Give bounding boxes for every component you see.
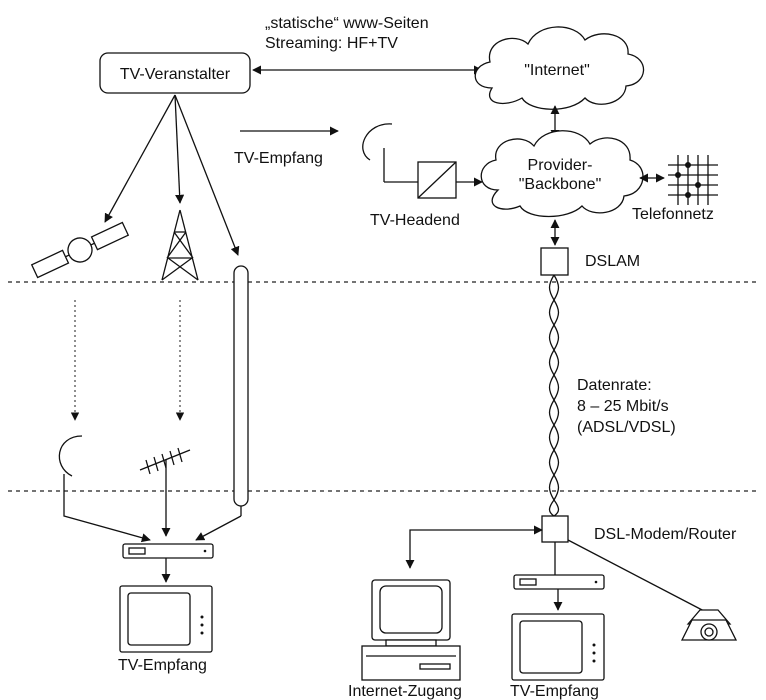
headend-dish-icon [362, 123, 393, 161]
twisted-pair-line-b [548, 274, 560, 517]
datarate-label-line1: Datenrate: [577, 377, 652, 394]
satellite-icon [30, 221, 130, 279]
tv-reception-right-label: TV-Empfang [510, 683, 599, 700]
telephone-icon [680, 609, 738, 641]
dslam-label: DSLAM [585, 253, 640, 270]
cable-settop-arrow [195, 515, 242, 541]
computer-icon [361, 579, 461, 681]
receiver-dish-icon [58, 435, 83, 477]
tv-operator-box [99, 52, 251, 94]
dsl-modem-label: DSL-Modem/Router [594, 526, 737, 543]
internet-access-label: Internet-Zugang [348, 683, 462, 700]
tv-operator-label: TV-Veranstalter [120, 66, 231, 83]
tv-right-icon [511, 613, 605, 681]
datarate-label-line3: (ADSL/VDSL) [577, 419, 676, 436]
internet-cloud [474, 26, 645, 110]
transmission-tower-icon [161, 209, 199, 281]
coax-cable-icon [233, 265, 249, 516]
settop-box-right-icon [513, 574, 605, 590]
telephone-network-label: Telefonnetz [632, 206, 714, 223]
tv-reception-left-label: TV-Empfang [118, 657, 207, 674]
dish-settop-arrow [63, 500, 151, 543]
provider-label-line1: Provider- [528, 157, 593, 174]
settop-box-left-icon [122, 543, 214, 559]
dslam-box [540, 247, 569, 276]
operator-cable-arrow [174, 94, 240, 256]
provider-backbone-cloud [480, 130, 644, 218]
modem-pc-arrow [405, 525, 543, 569]
operator-satellite-arrow [104, 94, 176, 223]
internet-label: "Internet" [524, 62, 590, 79]
tv-left-icon [119, 585, 213, 653]
modem-phone-line [567, 539, 707, 613]
yagi-antenna-icon [139, 447, 191, 500]
dsl-modem-box [541, 515, 569, 543]
static-pages-label: „statische“ www-Seiten [265, 15, 429, 32]
tv-reception-top-label: TV-Empfang [234, 150, 323, 167]
tv-headend-label: TV-Headend [370, 212, 460, 229]
provider-label-line2: "Backbone" [519, 176, 602, 193]
operator-tower-arrow [174, 94, 185, 204]
streaming-label: Streaming: HF+TV [265, 35, 398, 52]
telephone-network-grid-icon [668, 155, 718, 205]
datarate-label-line2: 8 – 25 Mbit/s [577, 398, 669, 415]
